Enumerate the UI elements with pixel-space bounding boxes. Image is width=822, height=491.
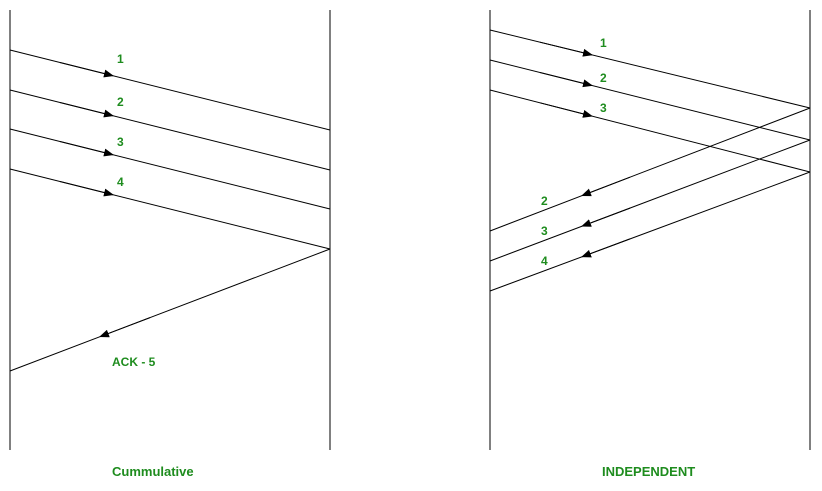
ack-line [489,139,811,262]
arrow-icon [581,238,631,258]
arrow-icon [581,176,631,197]
packet-line [9,49,331,131]
packet-line [9,128,331,210]
independent-diagram: 1 2 3 2 3 4 INDEPENDENT [489,10,811,479]
ack-label: ACK - 5 [112,355,156,369]
arrow-icon [59,102,114,118]
packet-line [489,29,811,109]
arrow-icon [59,62,114,78]
arrow-icon [581,207,631,227]
ack-label: 2 [541,194,548,208]
arrow-icon [59,141,114,157]
packet-label: 1 [600,36,607,50]
arrow-icon [59,181,114,197]
packet-label: 3 [600,101,607,115]
arrow-icon [539,41,593,57]
packet-line [9,89,331,171]
ack-label: 3 [541,224,548,238]
cumulative-caption: Cummulative [112,464,194,479]
packet-line [489,89,811,173]
ack-line [489,107,811,232]
packet-line [489,59,811,141]
packet-label: 3 [117,135,124,149]
packet-label: 4 [117,175,124,189]
packet-line [9,168,331,250]
packet-label: 2 [600,71,607,85]
ack-label: 4 [541,254,548,268]
ack-line [489,171,811,292]
arrow-icon [539,72,593,88]
arrow-icon [99,317,151,338]
ack-line [9,248,331,372]
arrow-icon [539,102,593,118]
packet-label: 2 [117,95,124,109]
independent-caption: INDEPENDENT [602,464,695,479]
packet-label: 1 [117,52,124,66]
cumulative-diagram: 1 2 3 4 ACK - 5 Cummulative [9,10,331,479]
